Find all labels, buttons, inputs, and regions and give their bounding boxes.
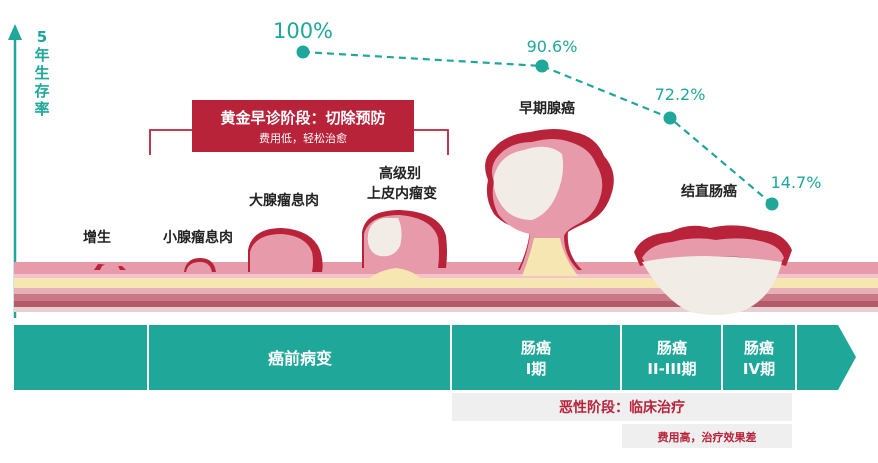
golden-window-title: 黄金早诊阶段：切除预防 bbox=[220, 109, 385, 127]
bar-label-stage4-line1: 肠癌 bbox=[744, 339, 774, 357]
bar-segment-stage1 bbox=[452, 325, 620, 390]
malignant-note: 费用高，治疗效果差 bbox=[658, 430, 757, 444]
y-axis-label-char: 存 bbox=[34, 82, 49, 100]
survival-point bbox=[535, 59, 549, 73]
golden-window-subtitle: 费用低，轻松治愈 bbox=[259, 131, 347, 145]
survival-curve: 100% 90.6% 72.2% 14.7% bbox=[273, 19, 821, 211]
stage-labels: 增生 小腺瘤息肉 大腺瘤息肉 高级别 上皮内瘤变 早期腺癌 结直肠癌 bbox=[83, 100, 737, 246]
bar-label-stage23-line2: II-III期 bbox=[647, 360, 696, 378]
y-axis-label-char: 率 bbox=[34, 100, 49, 118]
survival-point bbox=[765, 197, 779, 211]
y-axis-label-char: 生 bbox=[34, 64, 49, 82]
lesion-colorectal-cancer bbox=[634, 225, 792, 315]
survival-label-14-7: 14.7% bbox=[771, 173, 822, 192]
y-axis-label-char: 年 bbox=[34, 46, 49, 64]
malignant-stage-box: 恶性阶段：临床治疗 费用高，治疗效果差 bbox=[452, 393, 792, 448]
survival-point bbox=[663, 111, 677, 125]
bar-segment-start bbox=[14, 325, 147, 390]
label-hyperplasia: 增生 bbox=[83, 229, 111, 246]
lesion-hyperplasia bbox=[94, 264, 126, 270]
y-axis-label: 5 年 生 存 率 bbox=[34, 28, 49, 118]
label-colorectal-cancer: 结直肠癌 bbox=[681, 183, 737, 200]
bar-label-precancer: 癌前病变 bbox=[268, 349, 332, 368]
bar-segment-stage4 bbox=[723, 325, 795, 390]
survival-label-100: 100% bbox=[273, 19, 333, 43]
bar-label-stage4-line2: IV期 bbox=[743, 360, 775, 378]
label-early-adenocarcinoma: 早期腺癌 bbox=[519, 100, 575, 117]
lesion-high-grade-neoplasia bbox=[362, 210, 447, 278]
malignant-title: 恶性阶段：临床治疗 bbox=[559, 399, 685, 416]
y-axis-label-char: 5 bbox=[37, 28, 47, 46]
progression-bar: 癌前病变 肠癌 I期 肠癌 II-III期 肠癌 IV期 bbox=[14, 325, 856, 390]
bar-segment-stage23 bbox=[622, 325, 721, 390]
label-high-grade-line1: 高级别 bbox=[379, 165, 421, 182]
lesion-early-adenocarcinoma bbox=[485, 129, 614, 276]
survival-point bbox=[296, 45, 310, 59]
survival-label-72-2: 72.2% bbox=[655, 85, 706, 104]
bar-label-stage1-line1: 肠癌 bbox=[521, 339, 551, 357]
survival-line bbox=[302, 50, 773, 205]
golden-window-box: 黄金早诊阶段：切除预防 费用低，轻松治愈 bbox=[192, 100, 414, 152]
bar-label-stage1-line2: I期 bbox=[526, 360, 547, 378]
label-small-adenoma: 小腺瘤息肉 bbox=[163, 229, 233, 246]
survival-label-90-6: 90.6% bbox=[527, 37, 578, 56]
bar-arrow-head bbox=[797, 325, 856, 390]
label-high-grade-line2: 上皮内瘤变 bbox=[367, 185, 437, 202]
bar-label-stage23-line1: 肠癌 bbox=[657, 339, 687, 357]
label-large-adenoma: 大腺瘤息肉 bbox=[249, 192, 319, 209]
bar-segment-precancer bbox=[149, 325, 450, 390]
lesion-large-adenoma bbox=[248, 228, 323, 272]
lesion-small-adenoma bbox=[184, 258, 216, 272]
